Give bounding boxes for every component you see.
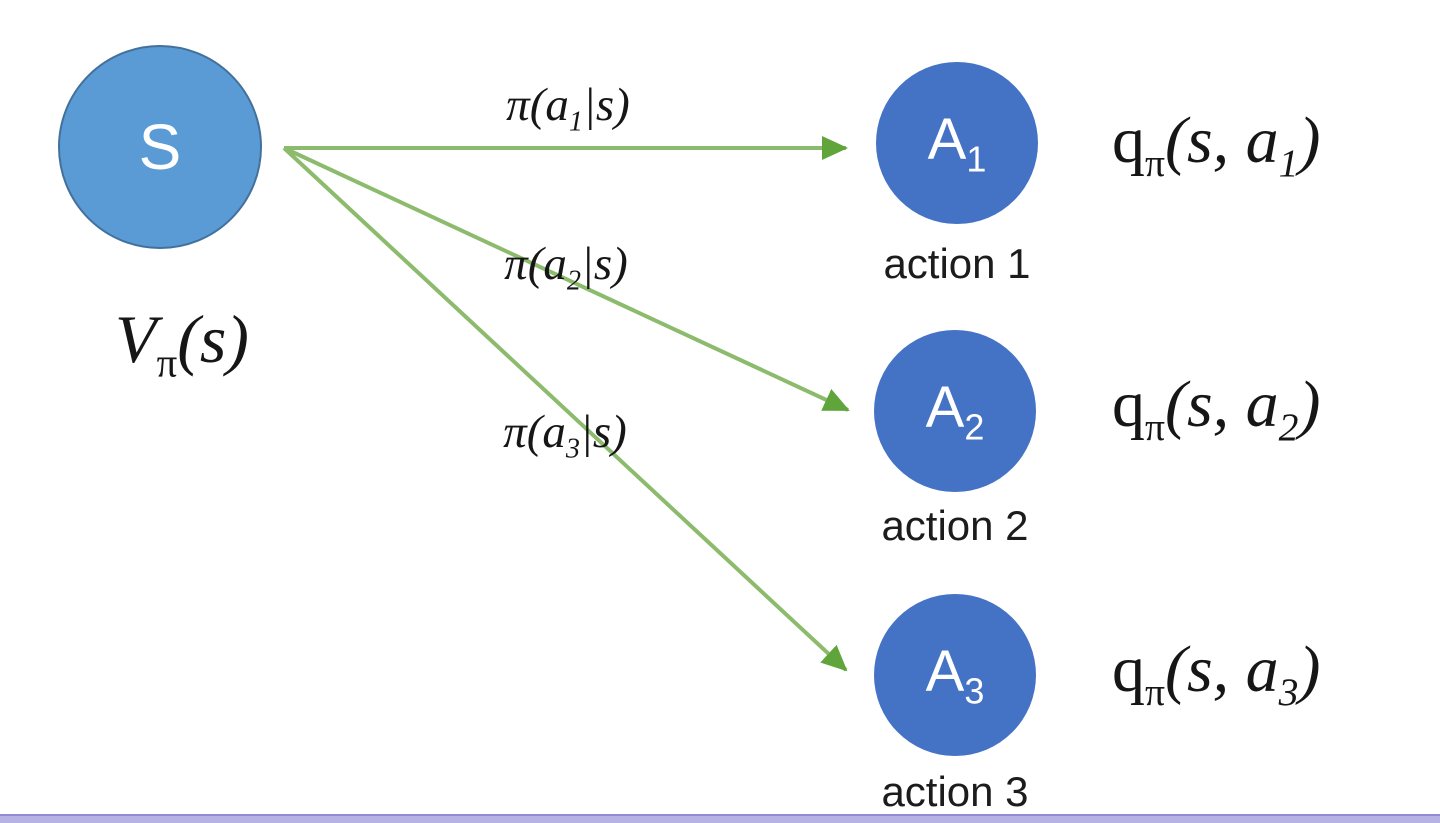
action-node-2-label: A2 bbox=[926, 374, 985, 449]
action-3-sub: 3 bbox=[964, 670, 985, 712]
action-node-1: A1 bbox=[876, 62, 1038, 224]
q-2-base: q bbox=[1112, 368, 1145, 441]
policy-3-pre: π(a bbox=[503, 406, 566, 458]
action-2-sub: 2 bbox=[964, 406, 985, 448]
q-3-base: q bbox=[1112, 633, 1145, 706]
q-1-post: ) bbox=[1298, 104, 1321, 177]
action-node-1-label: A1 bbox=[928, 106, 987, 181]
q-1-argsub: 1 bbox=[1278, 141, 1299, 186]
q-3-sub: π bbox=[1145, 670, 1165, 715]
policy-arrow-2 bbox=[283, 146, 850, 412]
q-3-post: ) bbox=[1298, 633, 1321, 706]
action-node-2: A2 bbox=[874, 330, 1036, 492]
bottom-accent-bar bbox=[0, 814, 1440, 823]
policy-1-pre: π(a bbox=[506, 79, 569, 131]
policy-2-sub: 2 bbox=[566, 265, 581, 297]
q-value-label-1: qπ(s, a1) bbox=[1112, 108, 1320, 184]
policy-2-pre: π(a bbox=[504, 238, 567, 290]
q-value-label-2: qπ(s, a2) bbox=[1112, 372, 1320, 448]
policy-label-2: π(a2|s) bbox=[456, 241, 676, 296]
action-node-3-label: A3 bbox=[926, 638, 985, 713]
action-caption-3: action 3 bbox=[881, 768, 1029, 815]
q-2-argsub: 2 bbox=[1278, 405, 1299, 450]
action-caption-1: action 1 bbox=[883, 240, 1031, 287]
value-base: V bbox=[115, 301, 157, 377]
q-1-base: q bbox=[1112, 104, 1145, 177]
policy-2-post: |s) bbox=[580, 238, 628, 290]
policy-label-1: π(a1|s) bbox=[458, 82, 678, 137]
action-1-sub: 1 bbox=[966, 138, 987, 180]
q-1-sub: π bbox=[1145, 141, 1165, 186]
q-value-label-3: qπ(s, a3) bbox=[1112, 637, 1320, 713]
q-2-pre: (s, a bbox=[1164, 368, 1279, 441]
policy-arrow-3 bbox=[282, 146, 848, 672]
q-2-sub: π bbox=[1145, 405, 1165, 450]
q-2-post: ) bbox=[1298, 368, 1321, 441]
state-node: S bbox=[58, 45, 262, 249]
policy-3-post: |s) bbox=[579, 406, 627, 458]
state-label: S bbox=[138, 111, 182, 183]
action-node-3: A3 bbox=[874, 594, 1036, 756]
policy-label-3: π(a3|s) bbox=[455, 409, 675, 464]
value-sub: π bbox=[156, 340, 178, 386]
action-1-base: A bbox=[927, 106, 967, 172]
action-2-base: A bbox=[925, 374, 965, 440]
action-3-base: A bbox=[925, 638, 965, 704]
q-1-pre: (s, a bbox=[1164, 104, 1279, 177]
q-3-argsub: 3 bbox=[1278, 670, 1299, 715]
state-value-label: Vπ(s) bbox=[52, 305, 312, 384]
q-3-pre: (s, a bbox=[1164, 633, 1279, 706]
policy-1-post: |s) bbox=[582, 79, 630, 131]
policy-3-sub: 3 bbox=[565, 433, 580, 465]
action-caption-2: action 2 bbox=[881, 502, 1029, 549]
value-args: (s) bbox=[177, 301, 249, 377]
policy-1-sub: 1 bbox=[568, 106, 583, 138]
